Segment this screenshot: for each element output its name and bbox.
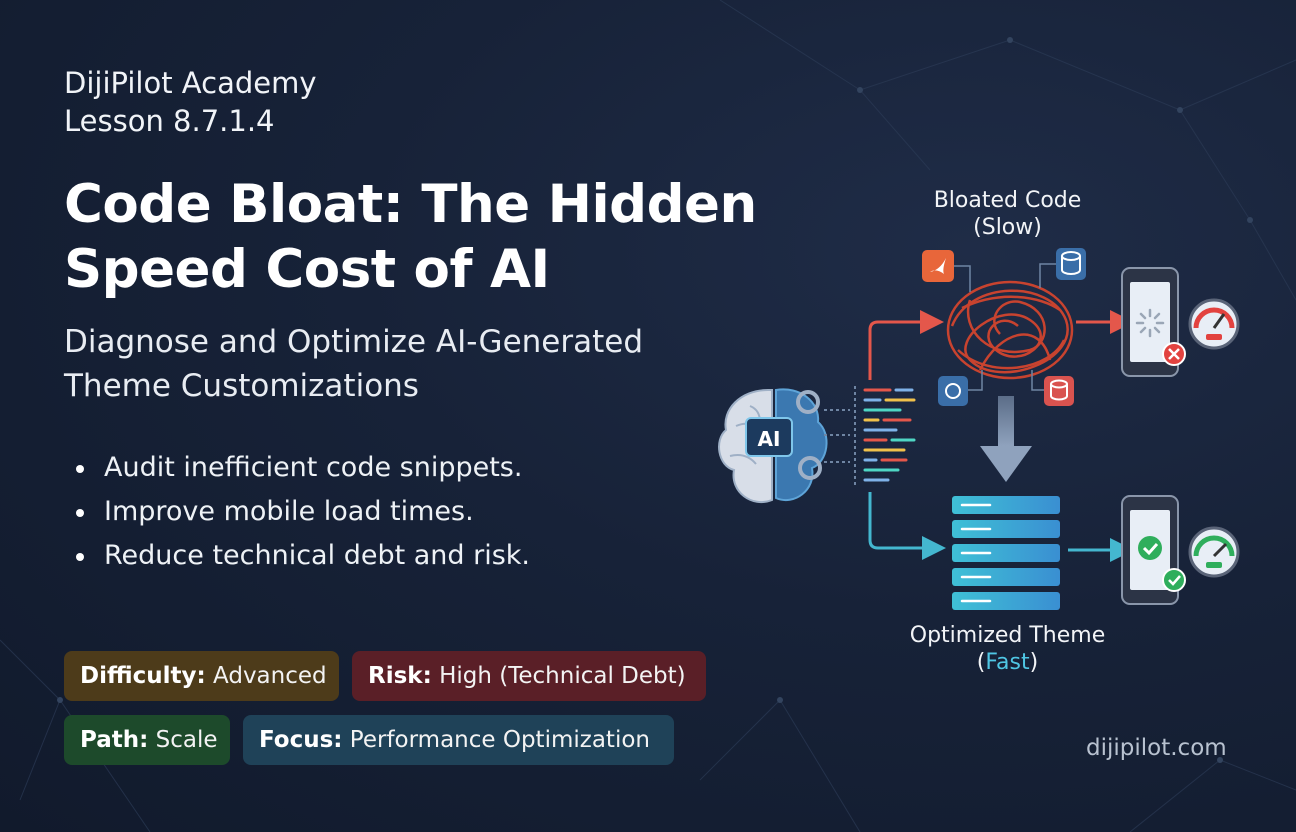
page-subtitle: Diagnose and Optimize AI-Generated Theme… xyxy=(64,324,644,404)
code-lines-icon xyxy=(863,388,916,482)
loading-spinner-icon xyxy=(1135,308,1165,338)
badge-value: Scale xyxy=(155,727,218,753)
arrow-to-optimized xyxy=(868,492,946,560)
badge-value: Advanced xyxy=(213,663,327,689)
checkmark-icon xyxy=(1138,536,1186,592)
academy-name: DijiPilot Academy xyxy=(64,66,317,100)
badge-value: High (Technical Debt) xyxy=(439,663,686,689)
arrow-down-icon xyxy=(980,396,1032,482)
focus-badge: Focus: Performance Optimization xyxy=(243,715,674,765)
badge-label: Risk: xyxy=(368,663,432,689)
risk-badge: Risk: High (Technical Debt) xyxy=(352,651,706,701)
gear-icon xyxy=(796,390,822,480)
bloat-diagram: AI xyxy=(718,248,1240,610)
difficulty-badge: Difficulty: Advanced xyxy=(64,651,339,701)
badge-value: Performance Optimization xyxy=(349,727,650,753)
page-title: Code Bloat: The Hidden Speed Cost of AI xyxy=(64,174,757,300)
objectives-list: Audit inefficient code snippets. Improve… xyxy=(72,446,530,578)
error-icon xyxy=(1162,342,1186,366)
list-item: Improve mobile load times. xyxy=(72,490,530,534)
site-url: dijipilot.com xyxy=(1086,735,1227,761)
tangled-code-icon xyxy=(946,280,1074,380)
bloated-code-label: Bloated Code (Slow) xyxy=(933,188,1082,240)
lesson-number: Lesson 8.7.1.4 xyxy=(64,104,275,138)
badge-label: Path: xyxy=(80,727,149,753)
ai-label: AI xyxy=(758,427,781,451)
gauge-icon xyxy=(1188,526,1240,578)
optimized-theme-label: Optimized Theme (Fast) xyxy=(909,623,1106,675)
database-icon xyxy=(1044,376,1074,406)
list-item: Audit inefficient code snippets. xyxy=(72,446,530,490)
brain-icon xyxy=(718,388,828,503)
database-icon xyxy=(1056,248,1086,280)
stack-icon xyxy=(952,496,1060,610)
swift-icon xyxy=(922,250,954,282)
path-badge: Path: Scale xyxy=(64,715,230,765)
gauge-icon xyxy=(1188,298,1240,350)
badge-label: Difficulty: xyxy=(80,663,206,689)
settings-icon xyxy=(938,376,968,406)
list-item: Reduce technical debt and risk. xyxy=(72,534,530,578)
arrow-to-bloat xyxy=(868,310,944,380)
badge-label: Focus: xyxy=(259,727,343,753)
academy-header: DijiPilot Academy Lesson 8.7.1.4 xyxy=(64,64,317,140)
